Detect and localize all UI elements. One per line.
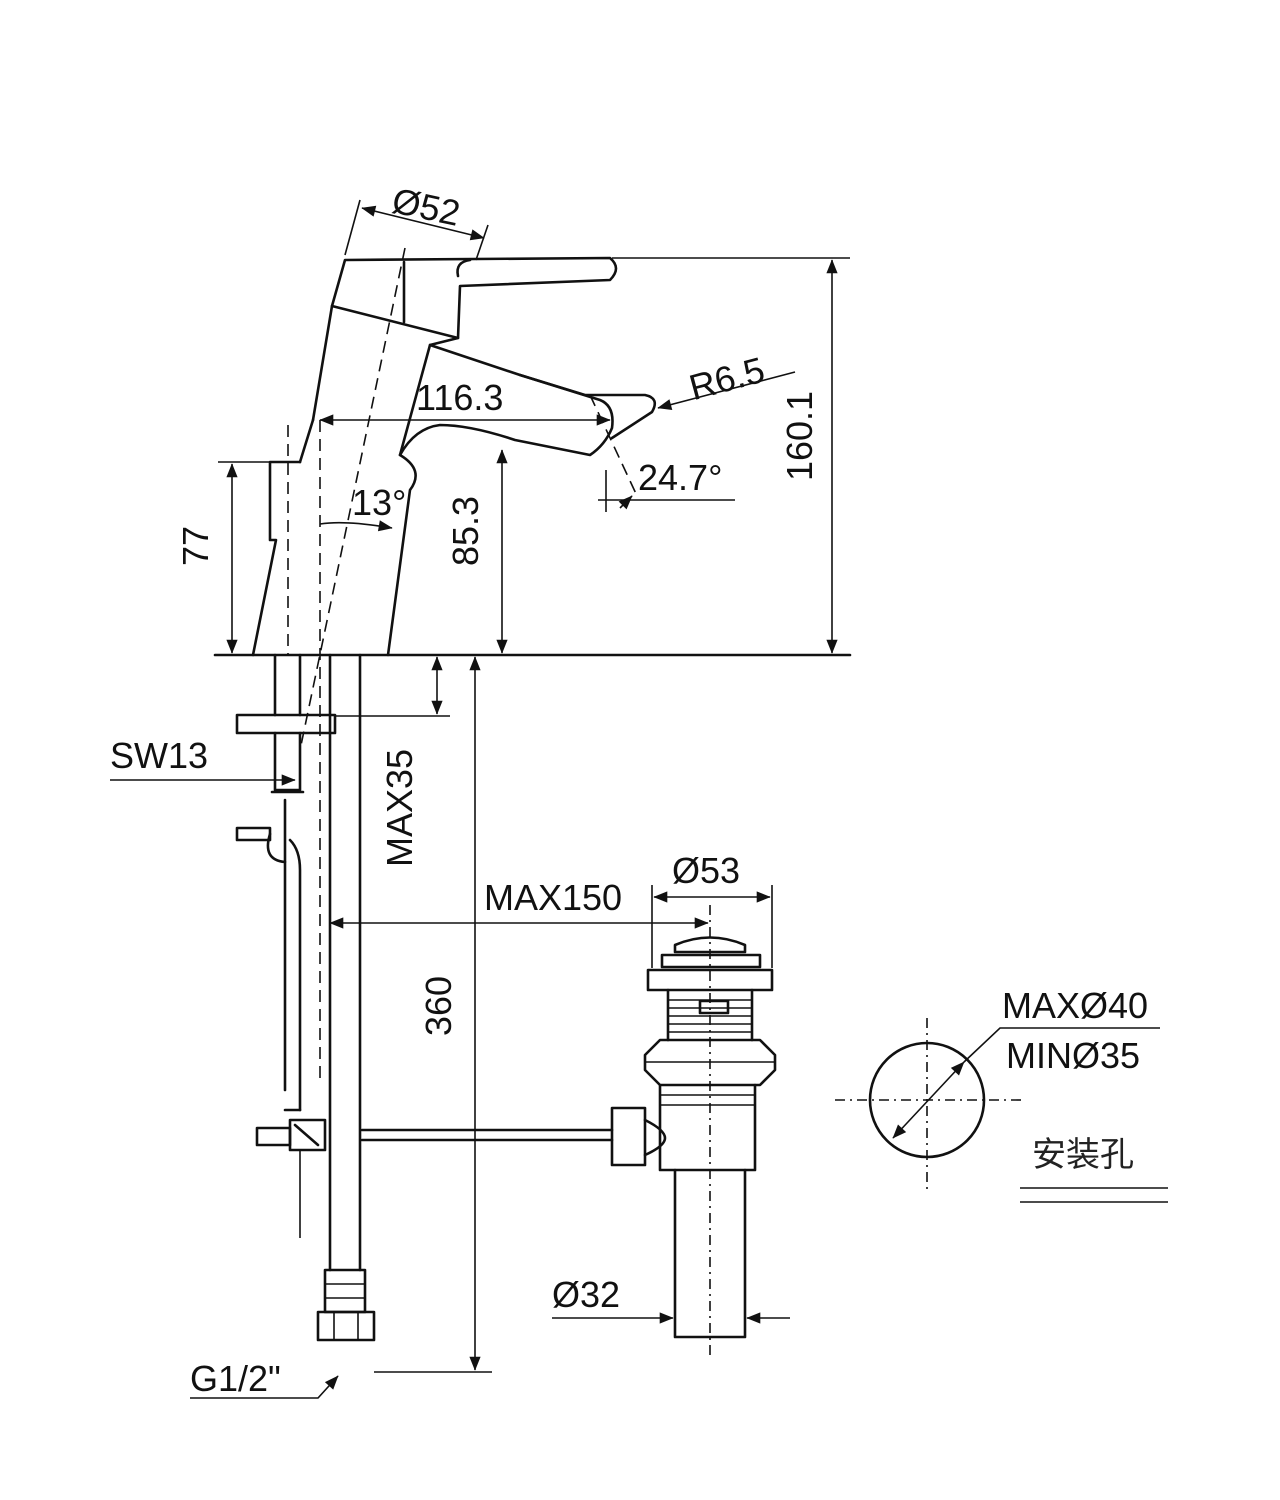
r65-leader bbox=[657, 371, 796, 411]
label-side-height: 77 bbox=[175, 526, 216, 566]
label-drain-pipe-diameter: Ø32 bbox=[552, 1274, 620, 1315]
caption-double-underline bbox=[1020, 1187, 1168, 1203]
label-max-deck-thickness: MAX35 bbox=[379, 749, 420, 867]
label-spout-reach: 116.3 bbox=[416, 377, 503, 418]
hole-dimension-line bbox=[892, 1061, 965, 1139]
pull-rod bbox=[360, 1128, 614, 1142]
dim-d52-ext-2 bbox=[475, 224, 489, 261]
g12-leader bbox=[190, 1375, 339, 1399]
label-spout-angle: 24.7° bbox=[638, 457, 722, 498]
angle-247-ref bbox=[589, 394, 639, 499]
label-tip-radius: R6.5 bbox=[685, 349, 769, 408]
label-drain-flange-diameter: Ø53 bbox=[672, 850, 740, 891]
mounting-shank bbox=[235, 653, 337, 1238]
faucet-body bbox=[213, 256, 852, 657]
hole-leader bbox=[963, 1027, 1160, 1063]
label-nut-size: SW13 bbox=[110, 735, 208, 776]
label-max-drain-offset: MAX150 bbox=[484, 877, 622, 918]
label-total-height: 160.1 bbox=[779, 391, 820, 481]
label-body-diameter: Ø52 bbox=[389, 180, 464, 234]
supply-hose bbox=[316, 653, 376, 1342]
label-hose-length: 360 bbox=[418, 976, 459, 1036]
label-connection-thread: G1/2" bbox=[190, 1358, 281, 1399]
dim-d52-ext-1 bbox=[344, 199, 361, 256]
dim-d52-line bbox=[361, 205, 485, 241]
angle-13-arc bbox=[319, 520, 393, 532]
mounting-hole-symbol bbox=[835, 1018, 1022, 1190]
label-hole-caption: 安装孔 bbox=[1032, 1135, 1134, 1175]
label-outlet-height: 85.3 bbox=[445, 496, 486, 566]
label-hole-min-diameter: MINØ35 bbox=[1006, 1035, 1140, 1076]
body-axis-dashed bbox=[299, 247, 406, 751]
angle-247-arc2 bbox=[618, 495, 633, 510]
label-body-angle: 13° bbox=[352, 482, 406, 523]
label-hole-max-diameter: MAXØ40 bbox=[1002, 985, 1148, 1026]
popup-drain bbox=[610, 936, 777, 1339]
